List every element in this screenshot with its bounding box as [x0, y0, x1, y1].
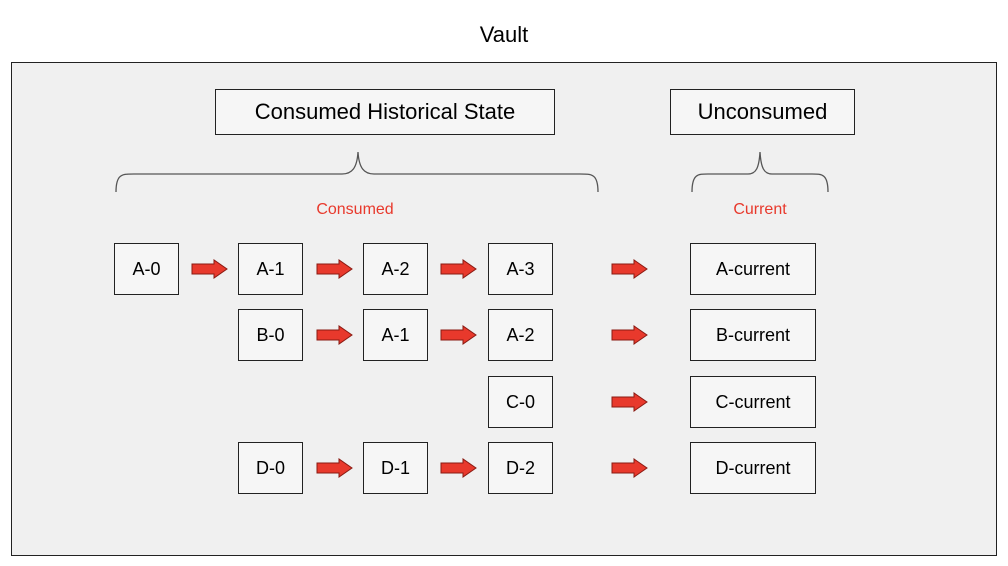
arrow-c-current: [611, 392, 648, 412]
node-c-0: C-0: [488, 376, 553, 428]
arrow-a2-a3: [440, 259, 477, 279]
node-b-0: B-0: [238, 309, 303, 361]
current-brace: [691, 151, 829, 193]
arrow-d1-d2: [440, 458, 477, 478]
node-b-a-2: A-2: [488, 309, 553, 361]
node-a-2: A-2: [363, 243, 428, 295]
current-caption: Current: [733, 201, 787, 218]
node-a-0: A-0: [114, 243, 179, 295]
arrow-a0-a1: [191, 259, 228, 279]
node-d-current: D-current: [690, 442, 816, 494]
vault-title: Vault: [479, 22, 529, 47]
arrow-d0-d1: [316, 458, 353, 478]
unconsumed-header: Unconsumed: [670, 89, 855, 135]
arrow-a3-current: [611, 259, 648, 279]
node-d-0: D-0: [238, 442, 303, 494]
node-c-current: C-current: [690, 376, 816, 428]
arrow-b0-a1: [316, 325, 353, 345]
consumed-caption: Consumed: [316, 201, 394, 218]
node-a-1: A-1: [238, 243, 303, 295]
node-b-a-1: A-1: [363, 309, 428, 361]
node-b-current: B-current: [690, 309, 816, 361]
arrow-a1-a2-b: [440, 325, 477, 345]
consumed-historical-state-header: Consumed Historical State: [215, 89, 555, 135]
node-d-1: D-1: [363, 442, 428, 494]
node-a-3: A-3: [488, 243, 553, 295]
arrow-a1-a2: [316, 259, 353, 279]
node-a-current: A-current: [690, 243, 816, 295]
consumed-brace: [115, 151, 599, 193]
node-d-2: D-2: [488, 442, 553, 494]
arrow-b-current: [611, 325, 648, 345]
arrow-d-current: [611, 458, 648, 478]
